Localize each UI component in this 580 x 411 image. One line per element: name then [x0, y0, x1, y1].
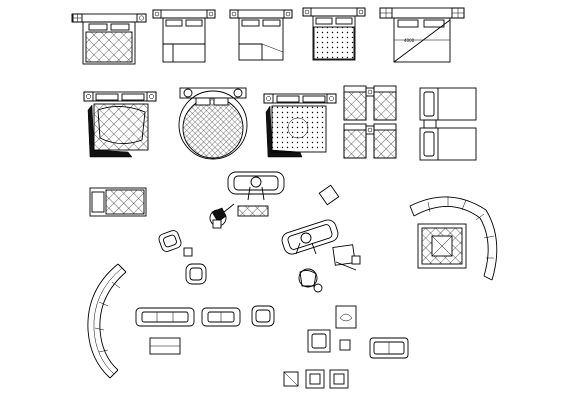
- sofa-three-seat: [135, 307, 195, 327]
- sofa-two-seat: [201, 307, 241, 327]
- armchair-small: [185, 263, 207, 285]
- bed5-mark: 4000: [404, 38, 415, 43]
- bed-2: [152, 9, 216, 63]
- bed-with-rug-2: [263, 93, 337, 158]
- coffee-table-bottom: [149, 337, 181, 355]
- curved-sofa-left: [87, 263, 127, 379]
- twin-beds-pair: [343, 85, 397, 159]
- lounge-chair-person-2: [298, 268, 323, 293]
- armchair-bottom-2: [307, 329, 331, 353]
- square-rug-table: [417, 223, 467, 269]
- bed-with-rug-1: [83, 91, 157, 158]
- stool-1: [183, 247, 193, 257]
- single-beds-pair: [419, 87, 477, 161]
- bed-1: [71, 13, 147, 65]
- single-bed: [89, 187, 147, 217]
- bed-5: 4000: [379, 7, 465, 63]
- sofa-with-person-1: [227, 171, 285, 201]
- loveseat-bottom: [369, 337, 409, 359]
- side-table-1: [318, 184, 340, 206]
- armchair-rotated: [158, 230, 182, 252]
- stool-bottom: [339, 339, 351, 351]
- curved-sofa-right: [409, 196, 498, 281]
- chair-set-bottom: [283, 369, 349, 389]
- round-bed: [178, 87, 248, 160]
- small-table-1: [212, 219, 222, 229]
- sofa-with-person-2: [281, 219, 339, 255]
- armchair-bottom: [251, 305, 275, 327]
- chair-with-table: [332, 244, 361, 271]
- side-table-bottom: [335, 305, 357, 329]
- bed-4: [302, 7, 366, 61]
- rug-strip: [237, 205, 269, 217]
- bed-3: [229, 9, 293, 61]
